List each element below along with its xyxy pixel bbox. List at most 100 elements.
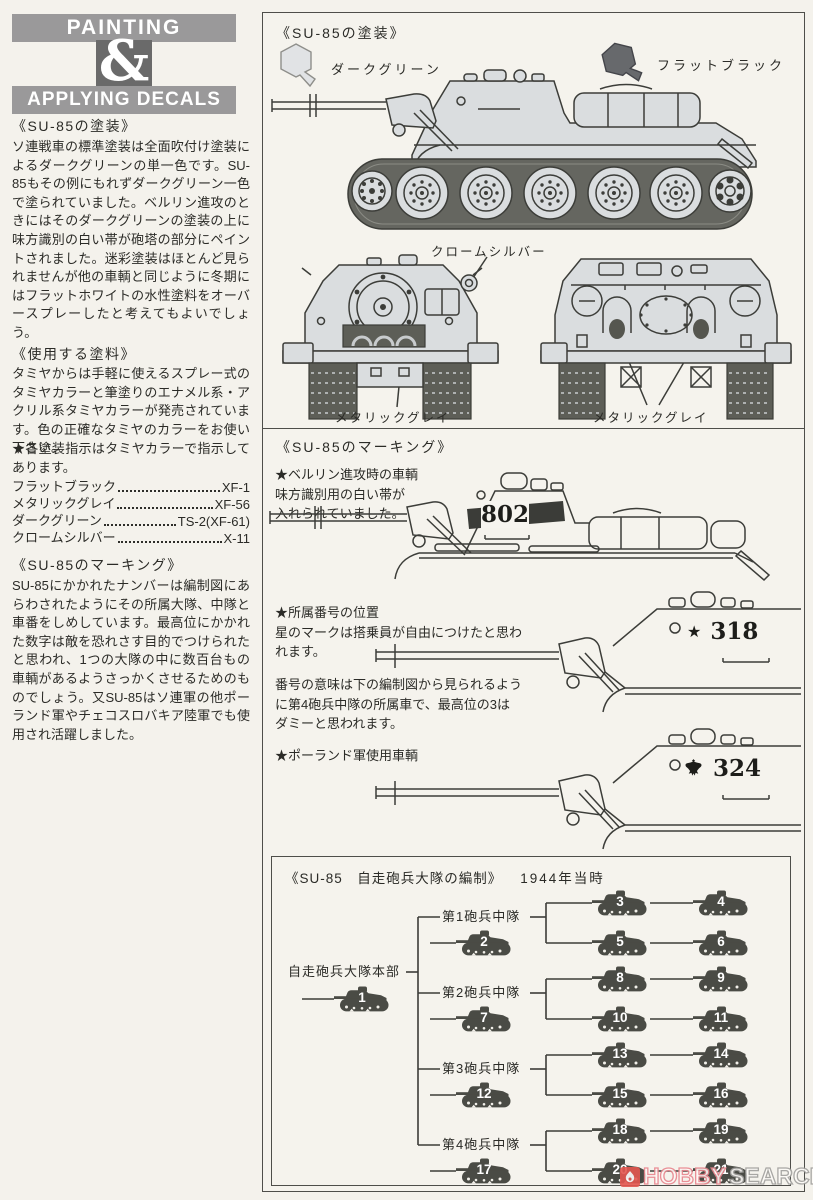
orgchart-tank-commander: 17 (456, 1158, 514, 1184)
paint-code: XF-1 (221, 480, 250, 495)
su85-marking-318-drawing: ★ 318 (373, 576, 803, 716)
badge-line2: APPLYING DECALS (12, 86, 236, 114)
su85-marking-802-drawing: 802 (267, 461, 802, 611)
orgchart-tank: 14 (693, 1042, 751, 1068)
meaning-note-line: ダミーと思われます。 (275, 716, 404, 731)
chrome-silver-callout: クロームシルバー (431, 245, 547, 259)
number-324: 324 (713, 755, 762, 782)
paint-row: フラットブラック XF-1 (12, 478, 250, 495)
orgchart-tank: 21 (693, 1158, 751, 1184)
berlin-note: ★ベルリン進攻時の車輌 味方識別用の白い帯が 入れられていました。 (275, 465, 418, 524)
dark-green-label: ダークグリーン (331, 62, 442, 77)
orgchart-tank: 15 (592, 1082, 650, 1108)
dot-leader (103, 524, 176, 526)
marking-diagram-heading: 《SU-85のマーキング》 (276, 439, 454, 455)
berlin-note-line: 味方識別用の白い帯が (275, 486, 406, 502)
orgchart-company-label: 第4砲兵中隊 (442, 1137, 521, 1152)
su85-marking-324-drawing: 324 (373, 713, 803, 853)
orgchart-tank: 13 (592, 1042, 650, 1068)
orgchart-tank-commander: 2 (456, 930, 514, 956)
orgchart-title: 《SU-85 自走砲兵大隊の編制》 (285, 871, 503, 886)
position-note-line: 星のマークは搭乗員が自由につけたと思わ (275, 624, 523, 640)
painting-section-body: ソ連戦車の標準塗装は全面吹付け塗装によるダークグリーンの単一色です。SU-85も… (12, 139, 250, 340)
paint-color-list: フラットブラック XF-1 メタリックグレイ XF-56 ダークグリーン TS-2(X… (12, 478, 250, 546)
meaning-note-line: に第4砲兵中隊の所属車で、最高位の3は (275, 696, 510, 712)
paint-row: ダークグリーン TS-2(XF-61) (12, 512, 250, 529)
watermark-hobby-text: HOBBY (642, 1162, 727, 1189)
position-note-line: れます。 (275, 644, 326, 659)
orgchart-company-label: 第3砲兵中隊 (442, 1061, 521, 1076)
orgchart-tank: 5 (592, 930, 650, 956)
paint-bottle-icon-dark-green (280, 43, 316, 88)
su85-side-view-drawing (271, 69, 757, 230)
badge-line1: PAINTING (12, 14, 236, 42)
paints-section-heading: 《使用する塗料》 (12, 346, 136, 362)
orgchart-tank: 8 (592, 966, 650, 992)
star-icon: ★ (687, 623, 702, 641)
orgchart-box: 《SU-85 自走砲兵大隊の編制》 1944年当時 自走砲兵大隊本部 1 第1砲兵中隊… (271, 856, 791, 1186)
number-318: 318 (710, 618, 759, 645)
watermark-search-text: SEARCH (728, 1162, 813, 1189)
poland-note: ★ポーランド軍使用車輌 (275, 748, 419, 763)
paint-code: TS-2(XF-61) (177, 514, 250, 529)
dot-leader (118, 490, 220, 492)
paint-bottle-icon-flat-black (601, 42, 643, 82)
metallic-gray-callout-left: メタリックグレイ (335, 411, 451, 425)
orgchart-tank: 18 (592, 1118, 650, 1144)
orgchart-title-row: 《SU-85 自走砲兵大隊の編制》 1944年当時 (285, 867, 605, 887)
paint-code: X-11 (223, 531, 251, 546)
orgchart-tank-commander: 7 (456, 1006, 514, 1032)
orgchart-tank: 6 (693, 930, 751, 956)
orgchart-tank: 10 (592, 1006, 650, 1032)
position-note-line: ★所属番号の位置 (275, 605, 380, 620)
paint-code: XF-56 (214, 497, 250, 512)
badge-ampersand: & (98, 28, 150, 94)
orgchart-tank: 19 (693, 1118, 751, 1144)
badge-amp-box (96, 40, 152, 88)
painting-decals-badge: PAINTING & APPLYING DECALS (12, 8, 236, 114)
su85-front-rear-drawing (282, 254, 792, 420)
meaning-note: 番号の意味は下の編制図から見られるよう に第4砲兵中隊の所属車で、最高位の3は … (275, 675, 522, 734)
flat-black-label: フラットブラック (657, 58, 786, 73)
marking-324-emblem: 324 (685, 755, 761, 782)
paint-diagram-heading: 《SU-85の塗装》 (276, 25, 406, 41)
painting-section-heading: 《SU-85の塗装》 (12, 118, 137, 134)
marking-section-body: SU-85にかかれたナンバーは編制図にあらわされたようにその所属大隊、中隊と車番… (12, 578, 250, 742)
orgchart-tank-commander: 12 (456, 1082, 514, 1108)
paint-row: メタリックグレイ XF-56 (12, 495, 250, 512)
orgchart-tank: 9 (693, 966, 751, 992)
orgchart-company-label: 第2砲兵中隊 (442, 985, 521, 1000)
paint-name: ダークグリーン (12, 513, 102, 528)
orgchart-tank: 11 (693, 1006, 751, 1032)
orgchart-tank-hq: 1 (334, 986, 392, 1012)
orgchart-hq-label: 自走砲兵大隊本部 (288, 964, 401, 979)
paint-name: フラットブラック (12, 479, 117, 494)
flame-logo-icon (620, 1166, 640, 1187)
white-band-number-802: 802 (481, 501, 530, 528)
orgchart-connector-lines (302, 902, 693, 1172)
marking-section-heading: 《SU-85のマーキング》 (12, 557, 183, 573)
front-rear-views-row: クロームシルバー メタリックグレイ メタリックグレイ (263, 241, 804, 429)
orgchart-tank: 16 (693, 1082, 751, 1108)
berlin-note-line: ★ベルリン進攻時の車輌 (275, 467, 419, 482)
meaning-note-line: 番号の意味は下の編制図から見られるよう (275, 677, 523, 692)
dot-leader (117, 507, 213, 509)
paint-row: クロームシルバー X-11 (12, 529, 250, 546)
paint-name: メタリックグレイ (12, 496, 116, 511)
orgchart-tank: 3 (592, 890, 650, 916)
orgchart-tank: 4 (693, 890, 751, 916)
paint-diagram-section: 《SU-85の塗装》 ダークグリーン フラットブラック (263, 13, 804, 429)
orgchart-company-label: 第1砲兵中隊 (442, 909, 521, 924)
paints-section-body: タミヤからは手軽に使えるスプレー式のタミヤカラーと筆塗りのエナメル系・アクリル系… (12, 366, 250, 456)
hobbysearch-watermark: HOBBY SEARCH (620, 1162, 813, 1190)
orgchart-tree: 自走砲兵大隊本部 1 第1砲兵中隊 2 3 4 5 6 第2砲兵中隊 7 8 9 10 11 第3砲兵中隊 1… (272, 857, 789, 1184)
dot-leader (117, 541, 222, 543)
road-wheels (395, 166, 703, 220)
paint-name: クロームシルバー (12, 530, 116, 545)
metallic-gray-callout-right: メタリックグレイ (593, 411, 709, 425)
orgchart-period: 1944年当時 (520, 871, 605, 886)
paints-section-note: ★各塗装指示はタミヤカラーで指示してあります。 (12, 441, 250, 475)
marking-318-emblem: ★ 318 (687, 618, 758, 645)
illustration-panel: 《SU-85の塗装》 ダークグリーン フラットブラック (262, 12, 805, 1192)
